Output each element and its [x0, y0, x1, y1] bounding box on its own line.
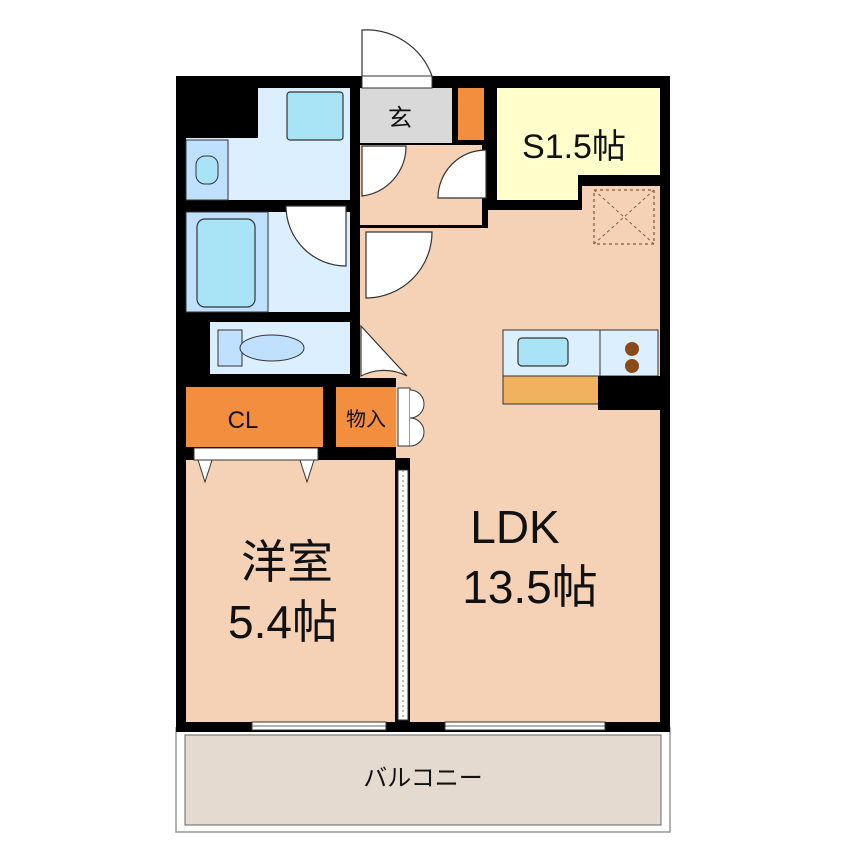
- storage-door-leaf-icon: [409, 389, 425, 447]
- balcony-label: バルコニー: [363, 765, 483, 792]
- western-room-floor: [186, 460, 395, 722]
- toilet-door[interactable]: [360, 324, 408, 377]
- s-room-label: S1.5帖: [522, 128, 626, 166]
- kitchen-cabinet: [502, 375, 601, 405]
- ldk-label: LDK: [470, 501, 560, 553]
- closet: [186, 387, 323, 447]
- closet-door-marker-icon: [299, 459, 315, 484]
- shoe-cabinet: [458, 88, 484, 140]
- washroom-door[interactable]: [361, 145, 407, 197]
- kitchen-wall-block: [598, 376, 668, 410]
- ldk-floor: [360, 186, 660, 722]
- kitchen-sink: [517, 337, 569, 367]
- s-room-door[interactable]: [437, 149, 487, 199]
- ldk-door[interactable]: [365, 231, 433, 299]
- s-room-floor: [497, 88, 660, 200]
- stove-burner-icon: [625, 342, 639, 356]
- western-room-size: 5.4帖: [228, 596, 338, 648]
- front-door[interactable]: [361, 29, 433, 77]
- bathtub: [196, 218, 256, 308]
- closet-sliding-door[interactable]: [193, 447, 319, 461]
- toilet-bowl: [239, 334, 305, 362]
- wash-basin-bowl: [195, 155, 219, 185]
- entrance-floor: [360, 88, 452, 143]
- balcony-floor: [184, 734, 662, 826]
- ceiling-storage-hatch: [593, 189, 655, 245]
- hatch-cross-2: [593, 189, 655, 245]
- entrance-label: 玄: [388, 105, 412, 132]
- storage-closet: [336, 387, 396, 447]
- storage-closet-door[interactable]: [397, 387, 411, 447]
- storage-closet-label: 物入: [346, 408, 386, 431]
- washing-machine: [286, 91, 344, 141]
- bathroom-door[interactable]: [285, 205, 347, 267]
- front-door-frame: [361, 75, 433, 89]
- closet-door-marker-icon: [197, 459, 213, 484]
- hatch-cross-1: [593, 189, 655, 245]
- ldk-size: 13.5帖: [462, 561, 598, 613]
- toilet-tank: [217, 329, 243, 367]
- closet-label: CL: [228, 407, 259, 434]
- western-room-label: 洋室: [241, 536, 333, 588]
- stove-burner-icon: [625, 359, 639, 373]
